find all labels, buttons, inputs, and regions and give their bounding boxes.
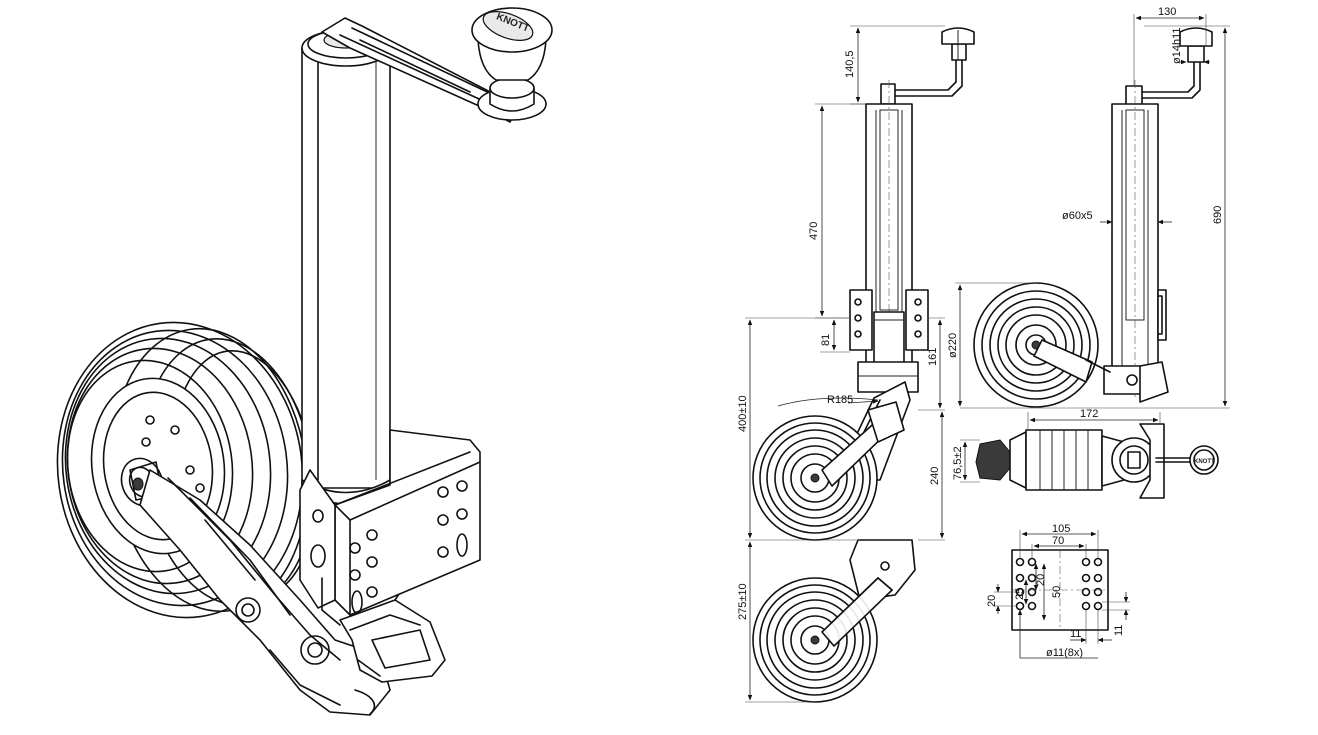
front-tube [1103, 80, 1169, 403]
dim-folded-height: 240 [929, 467, 941, 485]
dim-shaft-diameter: ø14h11 [1171, 28, 1183, 65]
top-view: KNOTT 172 76,5±2 [952, 408, 1219, 499]
side-bracket [849, 289, 929, 410]
dim-retracted-height: 275±10 [737, 583, 749, 620]
dim-wheel-width: 76,5±2 [952, 446, 964, 480]
side-dimensions: 140,5 470 81 400±10 R185 161 [737, 25, 945, 703]
dim-hole-vertical-20a: 20 [986, 595, 998, 607]
dim-hole-spacing-inner: 70 [1052, 535, 1064, 547]
isometric-view: KNOTT [56, 7, 553, 716]
dim-tube-length: 470 [808, 222, 820, 240]
dim-bracket-offset: 81 [820, 334, 832, 346]
front-wheel [973, 282, 1111, 408]
dim-hole-edge-11a: 11 [1070, 628, 1081, 640]
dim-bracket-height: 161 [927, 348, 939, 366]
front-elevation-view: 130 ø14h11 ø60x5 690 ø220 [947, 6, 1230, 409]
dim-hole-vertical-20b: 20 [1035, 574, 1047, 586]
iso-crank-handle: KNOTT [321, 7, 553, 123]
side-crank [880, 27, 975, 105]
dim-top-width: 172 [1080, 408, 1098, 420]
front-crank [1125, 27, 1213, 107]
dim-hole-vertical-25: 25 [1014, 588, 1026, 600]
side-elevation-view: 140,5 470 81 400±10 R185 161 [737, 25, 975, 703]
front-dimensions: 130 ø14h11 ø60x5 690 ø220 [947, 6, 1230, 409]
iso-swing-arm [139, 469, 391, 716]
dim-crank-width: 130 [1158, 6, 1176, 18]
dim-overall-height: 690 [1212, 206, 1224, 224]
dim-hole-vertical-50: 50 [1051, 586, 1063, 598]
side-wheel-extended [752, 381, 911, 541]
mounting-plate-detail: 105 70 20 25 20 50 11 11 [986, 523, 1130, 659]
dim-hole-spacing-outer: 105 [1052, 523, 1070, 535]
dim-hole-diameter: ø11(8x) [1046, 647, 1083, 659]
dim-tube-diameter: ø60x5 [1062, 210, 1093, 222]
dim-swing-radius: R185 [827, 394, 853, 406]
dim-wheel-diameter: ø220 [947, 333, 959, 358]
dim-crank-height: 140,5 [844, 50, 856, 78]
top-view-logo-text: KNOTT [1194, 459, 1215, 465]
iso-bracket [299, 429, 481, 626]
side-wheel-retracted [752, 539, 916, 703]
iso-lower-clamp [339, 584, 446, 683]
dim-stroke-range: 400±10 [737, 395, 749, 432]
dim-hole-edge-11b: 11 [1113, 625, 1125, 636]
iso-main-tube [301, 29, 391, 505]
side-tube [865, 80, 913, 410]
